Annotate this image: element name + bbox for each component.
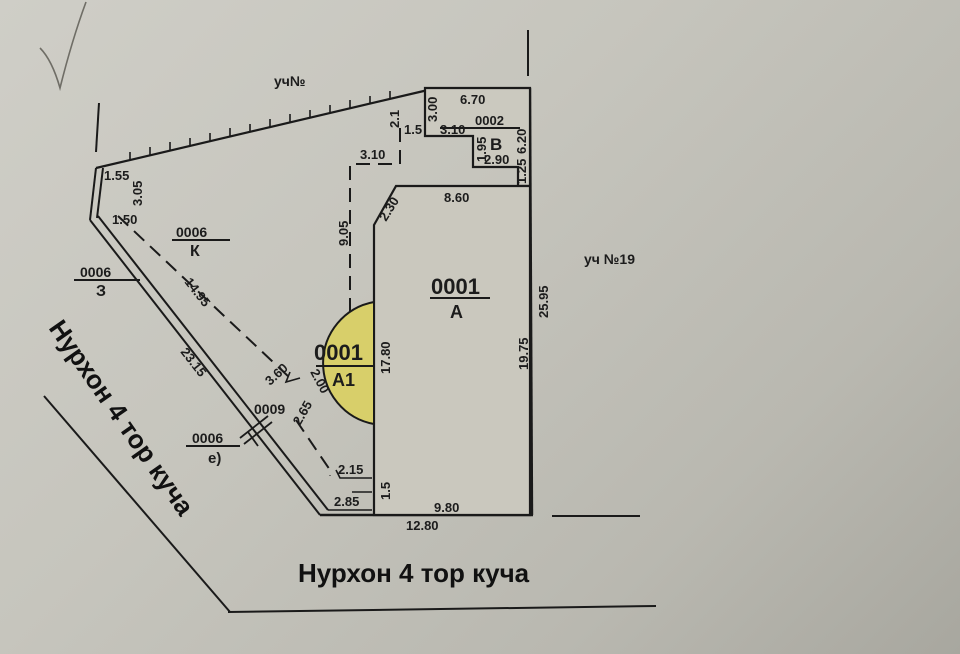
parcel-z-code: 0006 xyxy=(80,264,111,280)
parcel-a1-letter: А1 xyxy=(332,370,355,390)
dim-215: 2.15 xyxy=(338,462,363,477)
dim-b-inner-v: 1.95 xyxy=(474,137,489,162)
dim-a-top: 8.60 xyxy=(444,190,469,205)
parcel-k-letter: К xyxy=(190,243,200,260)
dim-b-gap: 1.25 xyxy=(514,159,529,184)
dim-b-step: 3.10 xyxy=(440,122,465,137)
dim-dash-left: 9.05 xyxy=(336,221,351,246)
dim-b-left: 3.00 xyxy=(425,97,440,122)
gate-code: 0009 xyxy=(254,401,285,417)
dim-b-right: 6.20 xyxy=(514,129,529,154)
dim-corner-150: 1.50 xyxy=(112,212,137,227)
dim-a-left: 17.80 xyxy=(378,341,393,374)
parcel-e-code: 0006 xyxy=(192,430,223,446)
street-line-left xyxy=(43,395,231,613)
dim-b-small: 1.5 xyxy=(404,122,422,137)
street-name-left: Нурхон 4 тор куча xyxy=(43,314,200,521)
dim-a-bottom: 9.80 xyxy=(434,500,459,515)
gate-marker xyxy=(239,415,273,447)
dim-diag-2315: 23.15 xyxy=(178,345,210,380)
building-b-outline xyxy=(423,86,532,188)
parcel-e-letter: е) xyxy=(208,450,221,467)
dim-corner-155: 1.55 xyxy=(104,168,129,183)
dim-265: 2.65 xyxy=(290,398,316,427)
parcel-a-code: 0001 xyxy=(431,274,480,299)
parcel-a1-code: 0001 xyxy=(314,340,363,365)
dim-b-top: 6.70 xyxy=(460,92,485,107)
extension-line-top-left xyxy=(95,102,100,153)
dim-b-inner-h: 2.90 xyxy=(484,152,509,167)
parcel-b-code: 0002 xyxy=(475,113,504,128)
dim-tick-21: 2.1 xyxy=(387,110,402,128)
dimension-brackets xyxy=(284,371,372,493)
label-underlines xyxy=(74,127,520,447)
dim-15: 1.5 xyxy=(378,482,393,500)
dim-dash-top: 3.10 xyxy=(360,147,385,162)
parcel-a-letter: А xyxy=(450,302,463,322)
parcel-k-code: 0006 xyxy=(176,224,207,240)
dim-285: 2.85 xyxy=(334,494,359,509)
neighbor-top-label: уч№ xyxy=(274,73,306,89)
parcel-b-letter: В xyxy=(490,135,502,154)
dim-lot-bottom: 12.80 xyxy=(406,518,439,533)
dim-diag-1495: 14.95 xyxy=(182,275,214,310)
dim-lot-right: 25.95 xyxy=(536,285,551,318)
building-a-outline xyxy=(372,184,532,517)
street-name-bottom: Нурхон 4 тор куча xyxy=(298,558,530,588)
dashed-inner-boundary xyxy=(117,128,401,476)
dim-a-right: 19.75 xyxy=(516,337,531,370)
neighbor-right-label: уч №19 xyxy=(584,251,635,267)
dim-corner-305: 3.05 xyxy=(130,181,145,206)
street-line-bottom xyxy=(227,605,657,613)
parcel-z-letter: З xyxy=(96,283,106,300)
pencil-checkmark xyxy=(39,1,87,92)
dim-360: 3.60 xyxy=(262,360,291,388)
